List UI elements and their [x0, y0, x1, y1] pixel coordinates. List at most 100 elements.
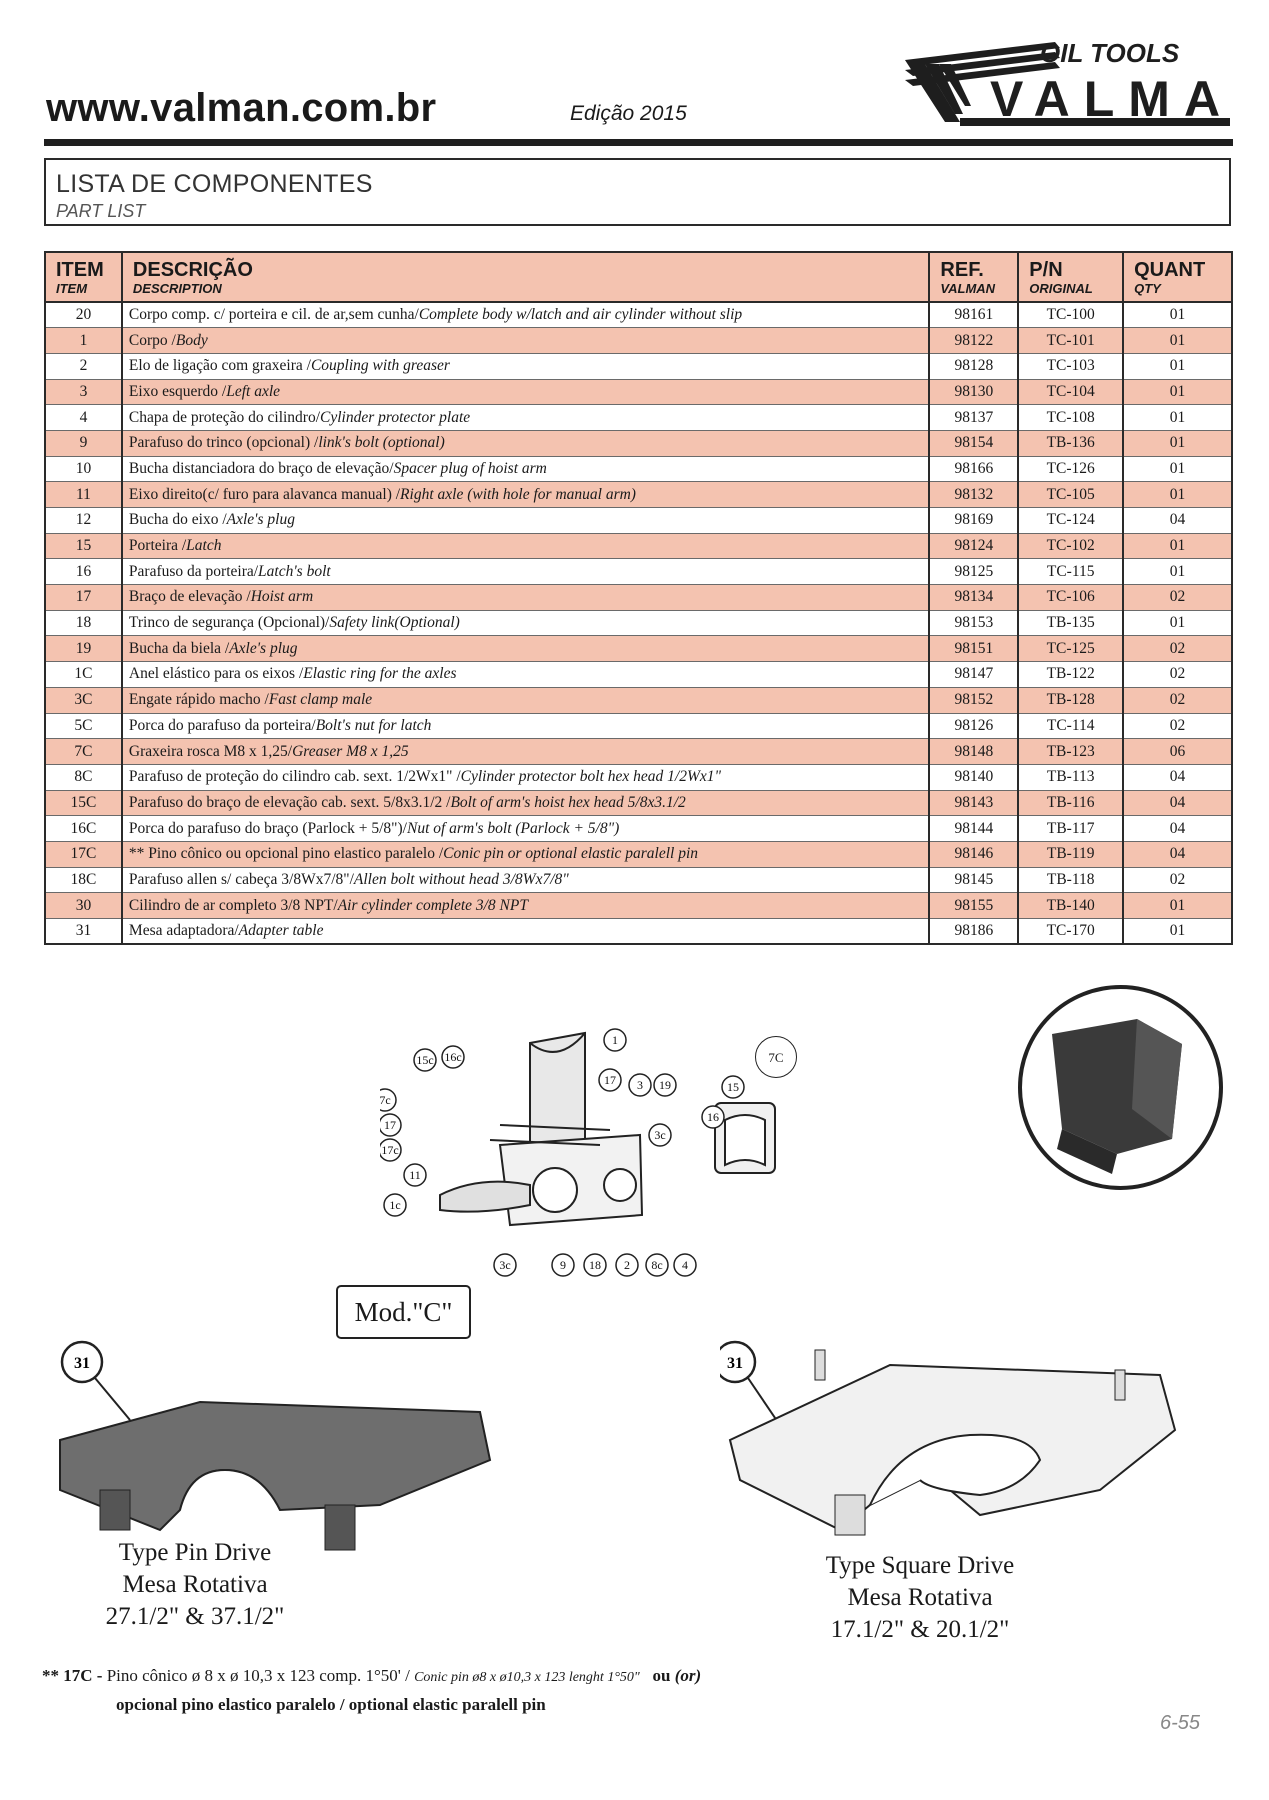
description-en: Nut of arm's bolt (Parlock + 5/8"): [406, 819, 620, 837]
callout-label: 17c: [381, 1143, 398, 1157]
description-pt: Bucha do eixo /: [128, 511, 227, 529]
cell-pn: TC-102: [1017, 533, 1125, 560]
pin-drive-caption: Type Pin Drive Mesa Rotativa 27.1/2" & 3…: [70, 1537, 320, 1633]
cell-description: Elo de ligação com graxeira /Coupling wi…: [120, 353, 931, 380]
description-pt: Parafuso allen s/ cabeça 3/8Wx7/8"/: [128, 870, 354, 888]
cell-ref: 98140: [928, 764, 1020, 791]
cell-item: 15: [44, 533, 123, 560]
callout-bubble: [615, 1253, 639, 1277]
cell-item: 17C: [44, 841, 123, 868]
callout-label: 17: [604, 1073, 616, 1087]
cell-description: Parafuso do braço de elevação cab. sext.…: [120, 790, 931, 817]
cell-ref: 98144: [928, 815, 1020, 842]
description-en: Adapter table: [238, 922, 324, 940]
callout-label: 17: [384, 1118, 396, 1132]
detail-magnifier: [1018, 985, 1223, 1190]
description-en: Left axle: [226, 382, 281, 400]
cell-ref: 98143: [928, 790, 1020, 817]
cell-description: Eixo direito(c/ furo para alavanca manua…: [120, 481, 931, 508]
description-en: Greaser M8 x 1,25: [292, 742, 409, 760]
cell-pn: TC-103: [1017, 353, 1125, 380]
logo-name: VALMAN: [990, 71, 1235, 127]
cell-qty: 04: [1122, 815, 1233, 842]
cell-description: Parafuso do trinco (opcional) /link's bo…: [120, 430, 931, 457]
caption-line: Mesa Rotativa: [847, 1584, 993, 1611]
footnote-marker: ** 17C -: [42, 1666, 103, 1685]
cell-qty: 04: [1122, 841, 1233, 868]
cell-ref: 98130: [928, 379, 1020, 406]
cell-item: 8C: [44, 764, 123, 791]
cell-description: Porteira /Latch: [120, 533, 931, 560]
cell-description: Engate rápido macho /Fast clamp male: [120, 687, 931, 714]
cell-description: Trinco de segurança (Opcional)/Safety li…: [120, 610, 931, 637]
cell-qty: 02: [1122, 635, 1233, 663]
cell-ref: 98151: [928, 635, 1020, 663]
caption-line: Mesa Rotativa: [122, 1571, 268, 1598]
callout-label: 7c: [380, 1093, 391, 1107]
cell-description: Porca do parafuso do braço (Parlock + 5/…: [120, 815, 931, 842]
cell-pn: TB-122: [1017, 661, 1125, 688]
cell-description: Mesa adaptadora/Adapter table: [120, 918, 931, 946]
logo-oil-tools: OIL TOOLS: [1040, 42, 1180, 68]
cell-pn: TB-116: [1017, 790, 1125, 817]
callout-label: 1: [612, 1033, 618, 1047]
title-box: LISTA DE COMPONENTES PART LIST: [44, 158, 1231, 226]
cell-pn: TC-101: [1017, 327, 1125, 354]
cell-qty: 01: [1122, 456, 1233, 483]
cell-pn: TC-170: [1017, 918, 1125, 946]
cell-pn: TB-123: [1017, 738, 1125, 765]
description-pt: Porca do parafuso da porteira/: [128, 716, 316, 734]
footnote-en: Conic pin ø8 x ø10,3 x 123 lenght 1°50": [414, 1670, 640, 1685]
cell-pn: TB-136: [1017, 430, 1125, 457]
cell-pn: TC-108: [1017, 404, 1125, 431]
description-pt: Trinco de segurança (Opcional)/: [128, 614, 330, 632]
square-drive-caption: Type Square Drive Mesa Rotativa 17.1/2" …: [785, 1550, 1055, 1646]
cell-ref: 98134: [928, 584, 1020, 611]
callout-label: 16c: [444, 1050, 461, 1064]
callout-bubble: [380, 1138, 402, 1162]
description-en: Latch: [186, 537, 222, 555]
page-title: LISTA DE COMPONENTES: [56, 170, 373, 198]
description-pt: Graxeira rosca M8 x 1,25/: [128, 742, 293, 760]
edition-label: Edição 2015: [570, 102, 687, 125]
cell-ref: 98145: [928, 867, 1020, 894]
callout-label: 19: [659, 1078, 671, 1092]
cell-description: Bucha distanciadora do braço de elevação…: [120, 456, 931, 483]
description-pt: Elo de ligação com graxeira /: [128, 357, 311, 375]
caption-line: Type Square Drive: [825, 1552, 1015, 1579]
cell-pn: TC-114: [1017, 713, 1125, 740]
description-pt: Corpo /: [128, 331, 176, 349]
col-ref: REF.VALMAN: [928, 251, 1020, 303]
cell-pn: TB-113: [1017, 764, 1125, 791]
callout-label: 8c: [651, 1258, 662, 1272]
plate-number-label: 31: [727, 1355, 743, 1372]
cell-description: Braço de elevação /Hoist arm: [120, 584, 931, 611]
callout-label: 3c: [654, 1128, 665, 1142]
cell-qty: 01: [1122, 353, 1233, 380]
cell-description: Bucha do eixo /Axle's plug: [120, 507, 931, 534]
description-en: Axle's plug: [226, 511, 295, 529]
cell-item: 16: [44, 558, 123, 586]
callout-label: 2: [624, 1258, 630, 1272]
cell-pn: TC-115: [1017, 558, 1125, 586]
caption-line: 17.1/2" & 20.1/2": [830, 1616, 1010, 1643]
cell-description: Corpo comp. c/ porteira e cil. de ar,sem…: [120, 302, 931, 329]
description-en: Fast clamp male: [268, 691, 373, 709]
cell-item: 16C: [44, 815, 123, 842]
description-en: Conic pin or optional elastic paralell p…: [443, 845, 699, 863]
cell-item: 1: [44, 327, 123, 354]
cell-qty: 04: [1122, 790, 1233, 817]
